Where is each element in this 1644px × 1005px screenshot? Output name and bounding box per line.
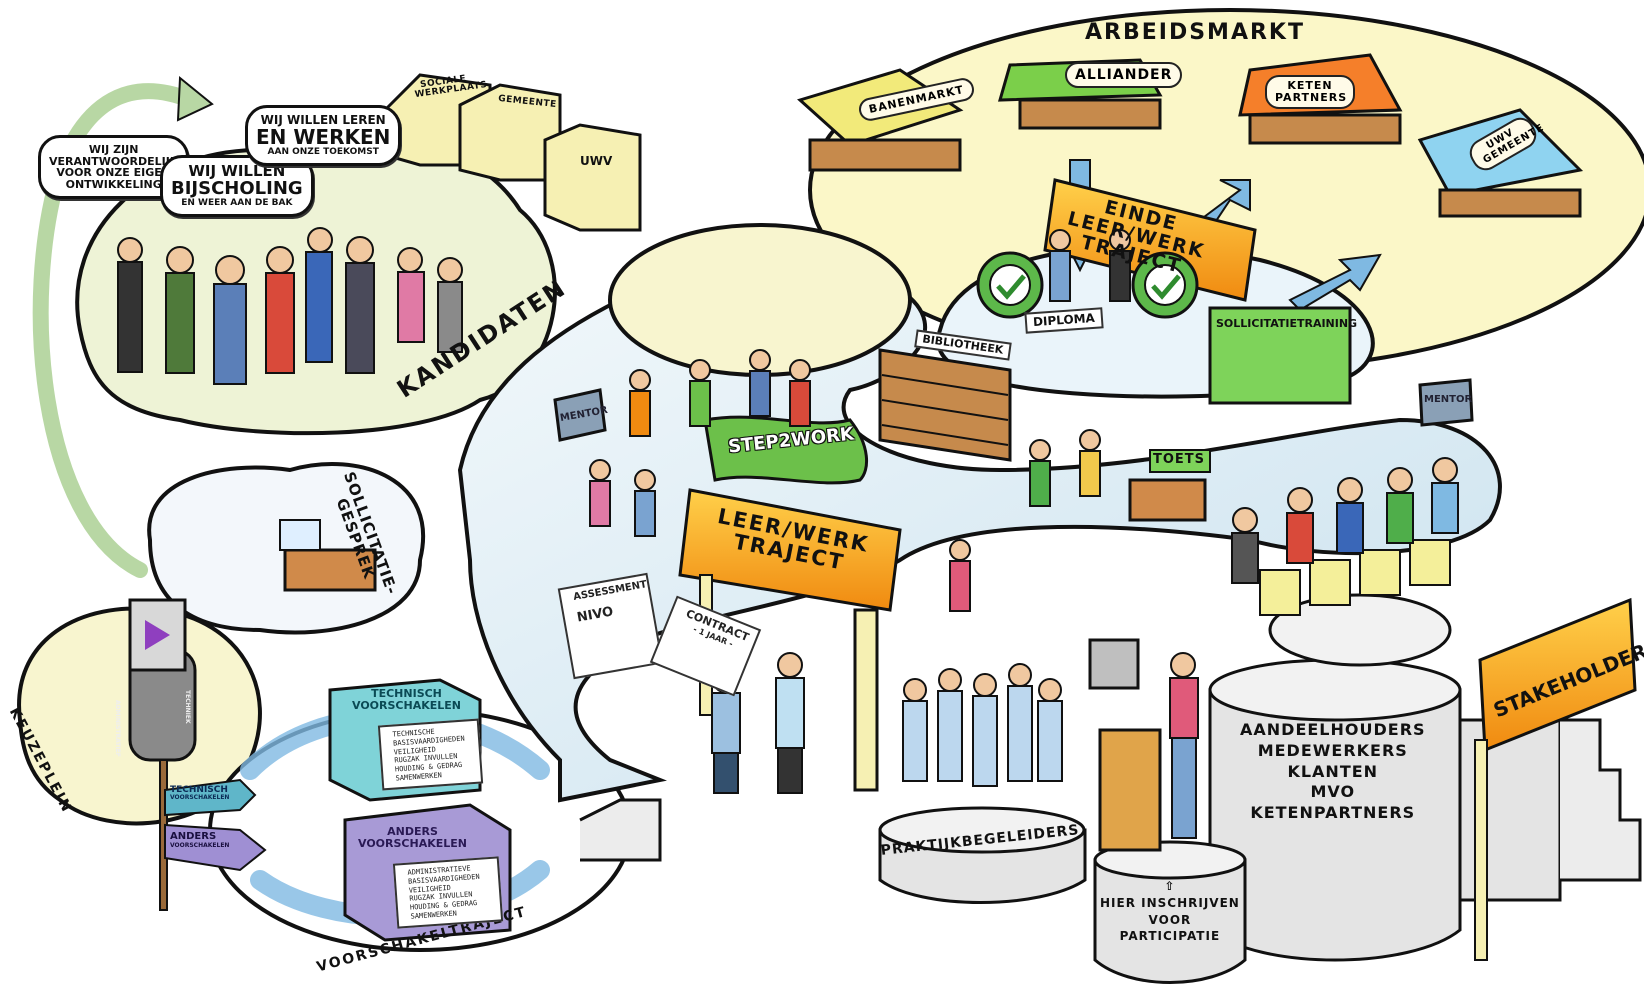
person-inschrijver [1169,652,1199,839]
stall-sign-ketenpartners: KETEN PARTNERS [1265,75,1355,110]
bibliotheek-shelves [878,348,1012,462]
signpost-technisch-line-2: VOORSCHAKELEN [170,794,230,802]
inschrijven-line-1: HIER INSCHRIJVEN [1100,895,1240,910]
feedback-arrow-head [176,75,214,122]
bubble-1-line-1: WIJ ZIJN [88,143,139,156]
market-arrow-3 [1288,253,1382,312]
keuzeplein-kiosk [128,598,197,762]
technisch-box-list: TECHNISCHE BASISVAARDIGHEDEN VEILIGHEID … [377,718,484,790]
stakeholders-sign-board [1474,597,1637,961]
inschrijven-line-2: VOOR [1148,912,1192,927]
assessment-paper: ASSESSMENT NIVO [557,572,664,680]
anders-box-title: ANDERS VOORSCHAKELEN [358,826,467,849]
mentor-right-pedestal [1418,378,1474,427]
audience-chairs [1259,539,1451,616]
bubble-2-line-2: BIJSCHOLING [171,177,303,199]
anders-box-list: ADMINISTRATIEVE BASISVAARDIGHEDEN VEILIG… [392,856,504,929]
signpost-technisch: TECHNISCH VOORSCHAKELEN [170,785,230,802]
signpost-anders: ANDERS VOORSCHAKELEN [170,831,230,849]
bubble-3-line-3: AAN ONZE TOEKOMST [267,146,379,157]
stakeholder-group-2: MEDEWERKERS [1257,740,1408,760]
einde-sign-board [1043,178,1257,302]
kiosk-right-text: TECHNIEK [184,690,191,724]
technisch-title-line-2: VOORSCHAKELEN [352,698,461,712]
technisch-box-title: TECHNISCH VOORSCHAKELEN [352,688,461,711]
assessment-nivo: NIVO [575,603,615,626]
toets-desk [1128,449,1211,522]
signpost-technisch-line-1: TECHNISCH [170,785,228,795]
stairs-left [579,798,662,862]
bubble-leren-werken: WIJ WILLEN LEREN EN WERKEN AAN ONZE TOEK… [245,105,402,167]
bubble-3-line-1: WIJ WILLEN LEREN [260,113,386,127]
bubble-1-line-3: VOOR ONZE EIGEN [56,166,171,180]
sollicitatietraining-label: SOLLICITATIETRAINING [1216,317,1358,330]
step2work-flag [703,415,869,485]
check-badge-right [1131,251,1199,319]
mentor-right-label: MENTOR [1424,394,1473,405]
arbeidsmarkt-title: ARBEIDSMARKT [1085,20,1305,45]
signpost-anders-line-2: VOORSCHAKELEN [170,841,230,849]
bubble-2-line-1: WIJ WILLEN [188,162,286,180]
bubble-1-line-2: VERANTWOORDELIJK [49,154,179,168]
stakeholder-group-3: KLANTEN [1287,761,1379,781]
anders-title-line-2: VOORSCHAKELEN [358,836,467,850]
technisch-title-line-1: TECHNISCH [371,687,442,700]
stakeholders-stage [1208,593,1642,962]
toets-label: TOETS [1153,452,1206,467]
stakeholder-group-1: AANDEELHOUDERS [1240,720,1426,739]
hier-inschrijven-label: ⇧ HIER INSCHRIJVEN VOOR PARTICIPATIE [1100,878,1240,945]
inschrijven-line-3: PARTICIPATIE [1119,929,1221,944]
sollicitatietraining-board [1208,306,1352,405]
buildings [383,73,642,232]
bubble-3-line-2: EN WERKEN [256,124,391,149]
signpost-anders-line-1: ANDERS [170,831,217,842]
stakeholder-group-5: KETENPARTNERS [1250,803,1416,823]
building-label-uwv: UWV [580,154,613,168]
people-kandidaten [117,227,463,385]
anders-title-line-1: ANDERS [387,825,438,838]
people-audience [1231,457,1459,584]
feedback-loop-arrow [32,83,198,578]
praktijkbegeleiders-pedestal [878,806,1087,904]
bubble-1-line-4: ONTWIKKELING [65,177,162,191]
stakeholder-group-4: MVO [1310,782,1356,802]
inschrijven-arrow-icon: ⇧ [1164,879,1176,893]
mentor-left-pedestal [553,388,607,442]
people-praktijkbegeleiders [902,663,1063,787]
bubble-2-line-3: EN WEER AAN DE BAK [181,197,293,208]
interview-desk [279,519,377,592]
check-badge-left [976,251,1044,319]
people-path [589,229,1131,612]
stakeholder-groups: AANDEELHOUDERS MEDEWERKERS KLANTEN MVO K… [1240,720,1426,824]
inschrijven-pedestal [1088,638,1247,984]
signpost [159,759,267,911]
stall-sign-alliander: ALLIANDER [1065,62,1183,88]
kiosk-left-text: ADMINISTRATIEF [114,700,121,757]
building-uwv [543,123,642,232]
